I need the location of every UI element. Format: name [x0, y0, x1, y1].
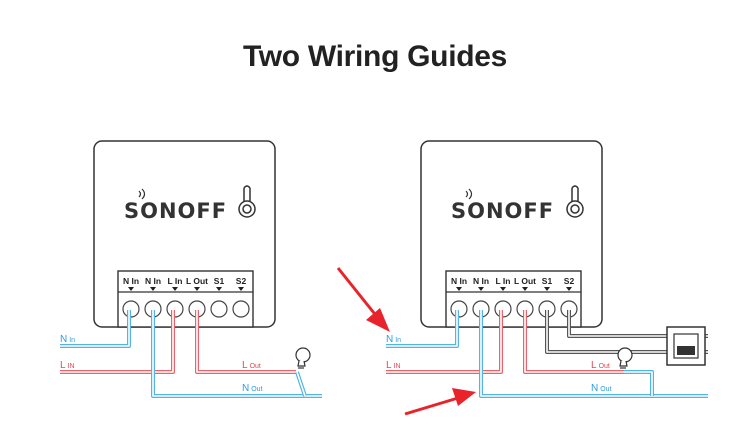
terminal-screws	[450, 300, 578, 318]
bulb-icon	[295, 347, 311, 369]
terminal-block	[117, 270, 254, 328]
wiring-guide-1: SONOFF N In N In L In L Out S1 S2	[60, 140, 322, 398]
brand-logo: SONOFF	[124, 199, 227, 223]
terminal-label: S2	[236, 276, 247, 286]
wifi-icon	[465, 188, 473, 200]
bulb-icon	[617, 347, 633, 369]
terminal-label: N In	[473, 276, 489, 286]
terminal-label: S1	[214, 276, 225, 286]
terminal-block	[445, 270, 582, 328]
wiring-guide-2: SONOFF N In N In L In L Out S1 S2	[336, 140, 708, 416]
arrow-icon	[336, 267, 390, 332]
terminal-label: L In	[496, 276, 511, 286]
wifi-icon	[138, 188, 146, 200]
terminal-label: N In	[145, 276, 161, 286]
page-title: Two Wiring Guides	[242, 40, 508, 73]
terminal-label: S1	[542, 276, 553, 286]
terminal-label: L Out	[514, 276, 536, 286]
wall-switch-icon	[666, 326, 706, 366]
arrow-icon	[404, 388, 476, 416]
terminal-label: L Out	[186, 276, 208, 286]
terminal-label: L In	[168, 276, 183, 286]
hanger-icon	[238, 185, 256, 218]
brand-logo: SONOFF	[451, 199, 554, 223]
terminal-label: S2	[564, 276, 575, 286]
terminal-label: N In	[451, 276, 467, 286]
terminal-label: N In	[123, 276, 139, 286]
hanger-icon	[566, 185, 584, 218]
